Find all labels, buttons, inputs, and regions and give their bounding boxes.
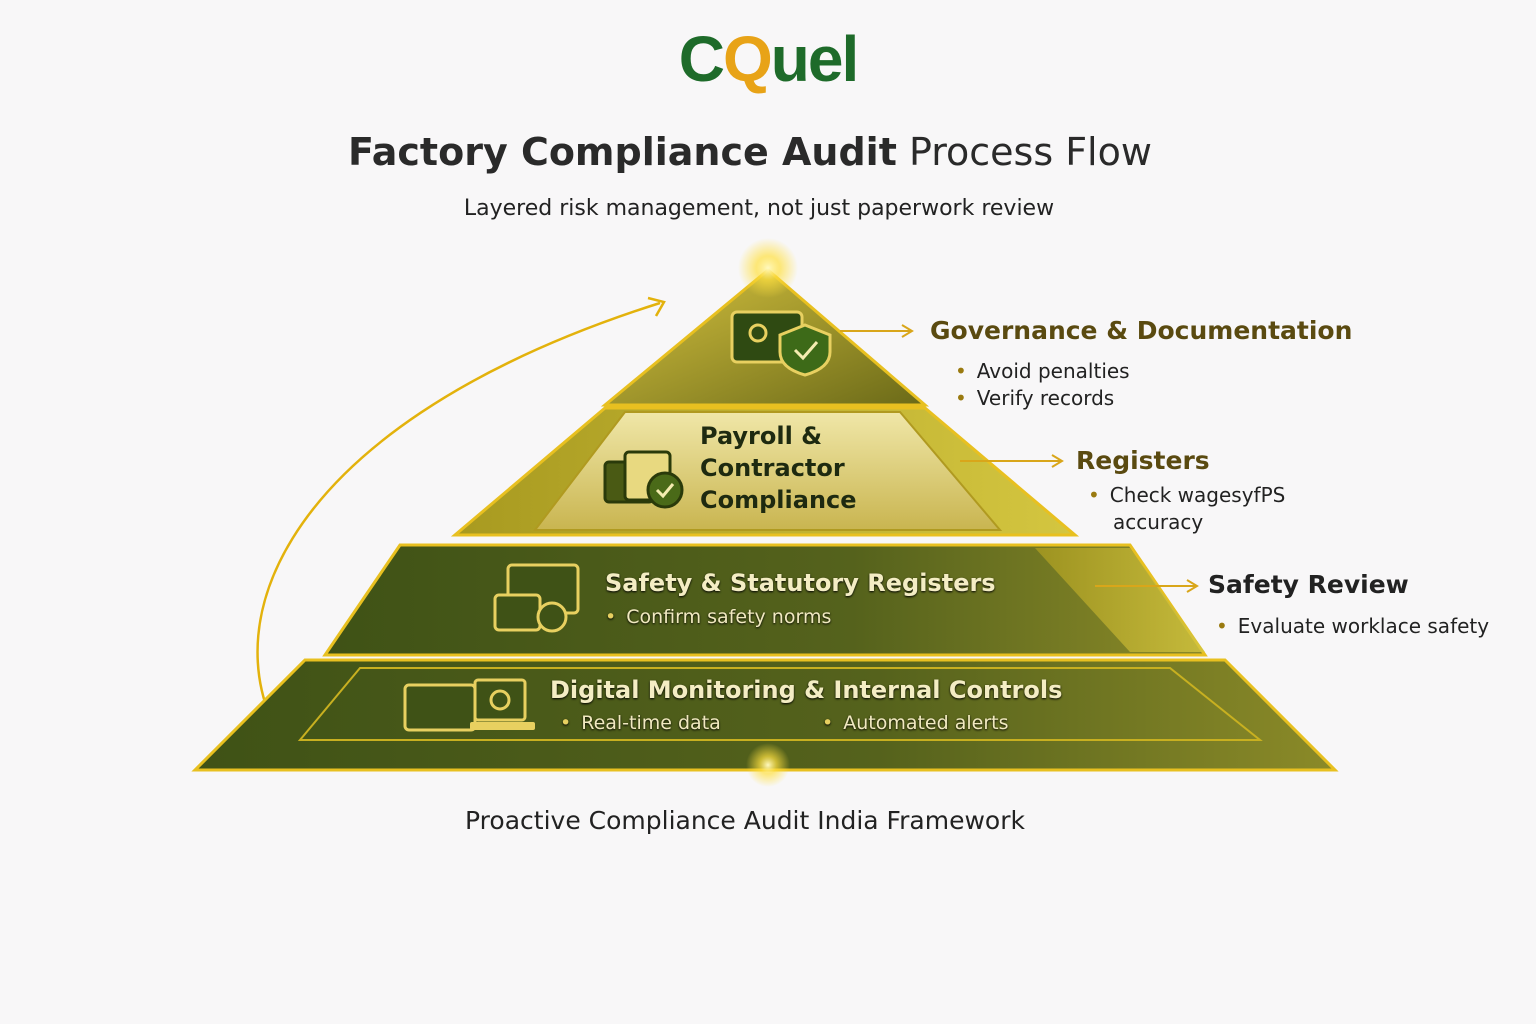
footer-caption: Proactive Compliance Audit India Framewo… — [465, 806, 1025, 835]
tier-safety-title: Safety & Statutory Registers — [605, 569, 996, 597]
tier-digital-title: Digital Monitoring & Internal Controls — [550, 676, 1063, 704]
laptop-gear-icon — [403, 678, 535, 732]
callout-governance-title: Governance & Documentation — [930, 316, 1353, 345]
callout-safety-title: Safety Review — [1208, 570, 1409, 599]
tier-digital-bullet-2: •Automated alerts — [822, 712, 1009, 734]
tier-digital-bullet-1: •Real-time data — [560, 712, 721, 734]
callout-registers-bullet: •Check wagesyfPS accuracy — [1088, 483, 1286, 534]
payroll-document-check-icon — [603, 450, 684, 509]
cquel-logo: CQuel — [678, 23, 859, 95]
page-subtitle: Layered risk management, not just paperw… — [463, 196, 1055, 221]
page-title: Factory Compliance Audit Process Flow — [348, 130, 1152, 174]
monitor-shield-icon — [730, 310, 832, 377]
clipboard-calculator-icon — [493, 563, 580, 633]
callout-safety-bullet: •Evaluate worklace safety — [1216, 614, 1490, 638]
callout-arrow-1 — [840, 324, 914, 338]
callout-arrow-3 — [1095, 579, 1199, 593]
callout-registers-title: Registers — [1076, 446, 1210, 475]
callout-governance-bullets: •Avoid penalties •Verify records — [955, 359, 1130, 410]
cycle-arrow-head — [647, 296, 666, 317]
tier-safety-bullet: •Confirm safety norms — [605, 606, 832, 628]
callout-arrow-2 — [960, 454, 1064, 468]
